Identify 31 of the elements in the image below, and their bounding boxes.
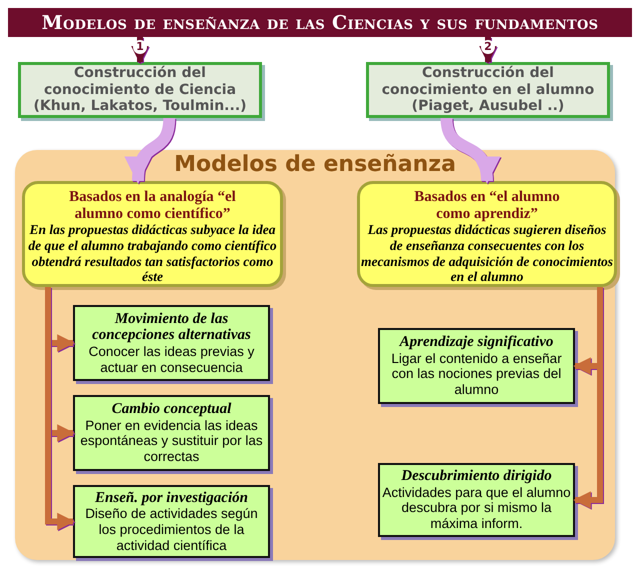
- title-banner: [8, 8, 632, 37]
- source-text: Construcción del conocimiento en el alumno (Piaget, Ausubel ..): [380, 64, 596, 116]
- model-heading: Basados en la analogía “el alumno como científico”: [68, 189, 237, 222]
- model-box: [357, 181, 617, 287]
- model-description: En las propuestas didácticas subyace la idea de que el alumno trabajando como científico obtendrá resultados tan satisfactorios como éste: [27, 222, 278, 285]
- model-heading: Basados en “el alumno como aprendiz”: [413, 189, 561, 222]
- source-text: Construcción del conocimiento de Ciencia (Khun, Lakatos, Toulmin...): [32, 64, 248, 116]
- strategy-description: Ligar el contenido a enseñar con las nociones previas del alumno: [390, 350, 563, 398]
- strategy-description: Diseño de actividades según los procedimientos de la actividad científica: [84, 506, 259, 554]
- strategy-heading: Movimiento de las concepciones alternativas: [91, 310, 252, 344]
- strategy-box: [378, 328, 575, 404]
- strategy-description: Conocer las ideas previas y actuar en consecuencia: [88, 344, 256, 376]
- step-number: 1: [133, 40, 147, 54]
- arrow: [440, 117, 499, 184]
- strategy-heading: Descubrimiento dirigido: [401, 468, 552, 485]
- model-description: Las propuestas didácticas sugieren diseños de enseñanza consecuentes con los mecanismos de adquisición de conocimientos en el alumno: [360, 222, 614, 285]
- strategy-description: Actividades para que el alumno descubra por si mismo la máxima inform.: [381, 484, 572, 532]
- strategy-description: Poner en evidencia las ideas espontáneas y sustituir por las correctas: [79, 418, 264, 465]
- panel-heading: Modelos de enseñanza: [174, 152, 456, 177]
- strategy-box: [73, 305, 270, 381]
- strategy-heading: Aprendizaje significativo: [400, 334, 554, 351]
- banner-title: Modelos de enseñanza de las Ciencias y sus fundamentos: [42, 12, 598, 34]
- source-box: [18, 62, 262, 118]
- strategy-box: [73, 395, 270, 471]
- model-box: [22, 181, 283, 287]
- source-box: [366, 62, 610, 118]
- strategy-box: [378, 463, 575, 537]
- step-number: 2: [481, 40, 495, 54]
- strategy-heading: Enseñ. por investigación: [95, 490, 248, 506]
- strategy-box: [73, 485, 270, 558]
- strategy-heading: Cambio conceptual: [112, 401, 232, 418]
